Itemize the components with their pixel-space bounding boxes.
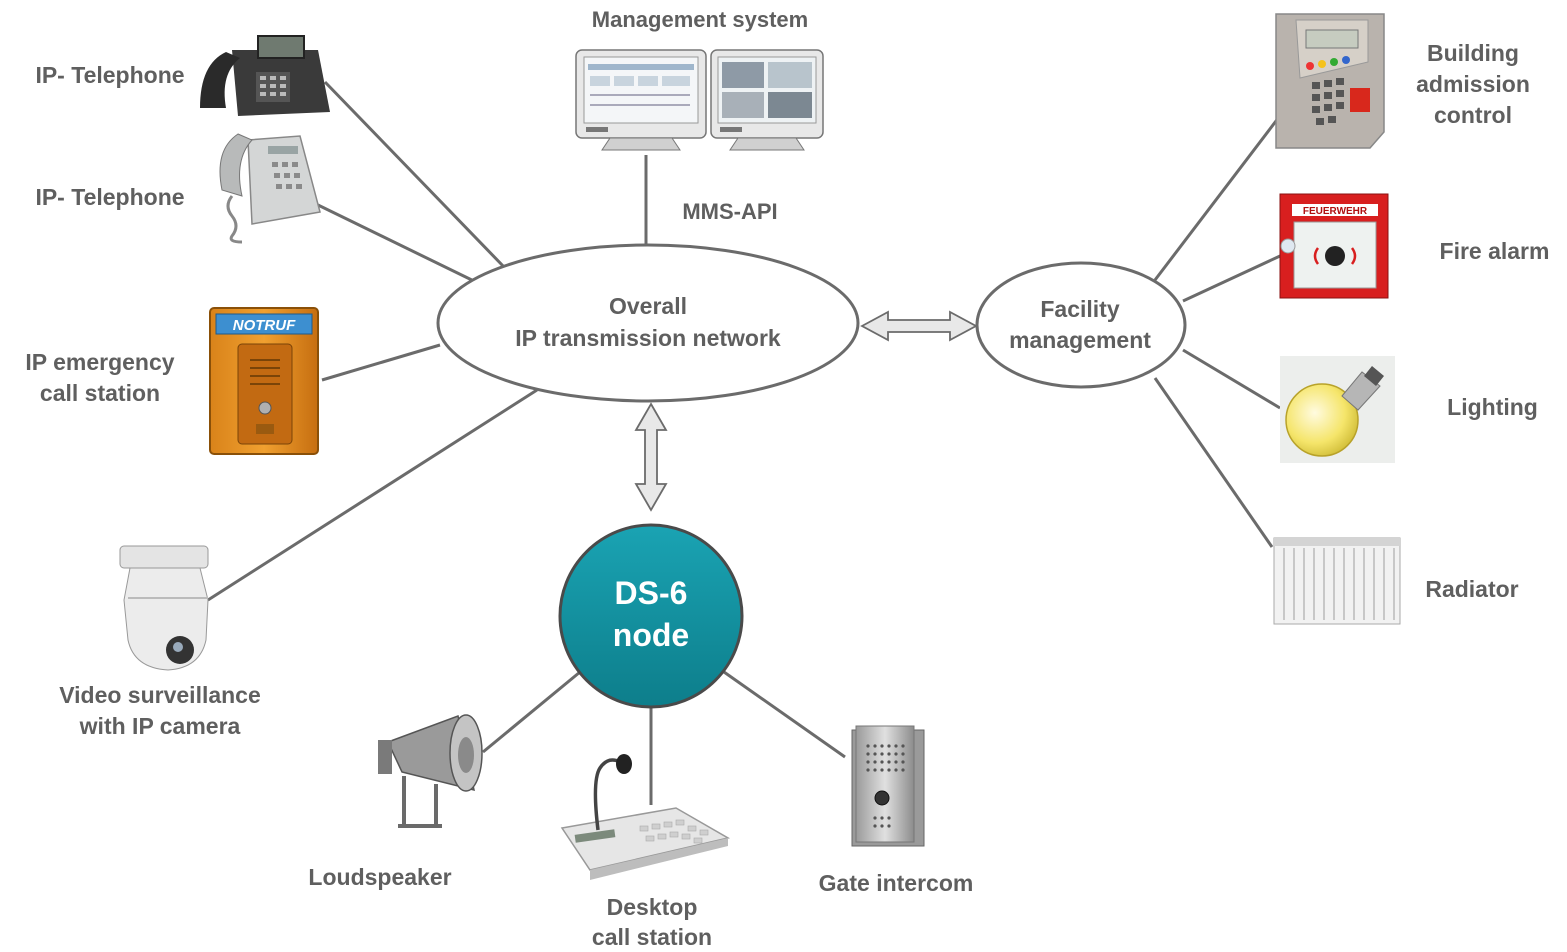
monitor-icon — [575, 49, 824, 151]
line-ip-phone-1 — [323, 80, 507, 270]
ip-emergency-label-line2: call station — [39, 380, 161, 406]
mms-api-label: MMS-API — [682, 199, 778, 224]
facility-label: Facility management — [980, 294, 1180, 356]
network-label-line2: IP transmission network — [515, 325, 781, 351]
desktop-label-line2: call station — [591, 924, 713, 950]
ds6-label-line2: node — [612, 617, 690, 653]
line-gate — [723, 670, 846, 759]
emergency-call-box-icon: NOTRUF — [209, 307, 319, 455]
ds6-node-circle — [558, 523, 744, 709]
line-emergency — [321, 343, 441, 382]
ip-emergency-label: IP emergency call station — [0, 347, 200, 409]
building-admission-line2: admission — [1416, 71, 1530, 97]
ds6-label: DS-6 node — [561, 572, 741, 656]
management-system-title: Management system — [591, 7, 809, 32]
connection-lines — [207, 80, 1294, 805]
building-admission-line3: control — [1434, 102, 1512, 128]
line-lighting — [1182, 348, 1281, 410]
radiator-label: Radiator — [1425, 576, 1519, 602]
line-admission — [1153, 99, 1294, 281]
gate-intercom-label: Gate intercom — [818, 870, 974, 896]
horn-speaker-icon — [378, 714, 483, 828]
desk-phone-icon — [219, 133, 321, 244]
line-radiator — [1153, 377, 1274, 548]
ip-telephone-2-label: IP- Telephone — [35, 184, 185, 210]
keypad-terminal-icon — [1275, 13, 1385, 149]
line-fire — [1182, 254, 1281, 303]
network-label: Overall IP transmission network — [448, 290, 848, 354]
desktop-call-station-label: Desktop call station — [552, 892, 752, 952]
building-admission-line1: Building — [1427, 40, 1519, 66]
notruf-sign: NOTRUF — [233, 317, 296, 334]
lighting-label: Lighting — [1447, 394, 1538, 420]
loudspeaker-label: Loudspeaker — [308, 864, 452, 890]
network-label-line1: Overall — [609, 293, 687, 319]
ip-emergency-label-line1: IP emergency — [25, 349, 175, 375]
video-surveillance-label-line1: Video surveillance — [59, 682, 261, 708]
facility-label-line2: management — [1009, 327, 1151, 353]
line-ip-phone-2 — [317, 203, 479, 285]
video-surveillance-label: Video surveillance with IP camera — [30, 680, 290, 742]
network-ellipse — [436, 243, 860, 403]
desktop-label-line1: Desktop — [606, 894, 698, 920]
line-camera — [207, 388, 538, 602]
desk-microphone-icon — [560, 754, 731, 880]
fire-alarm-label: Fire alarm — [1439, 238, 1550, 264]
radiator-icon — [1273, 537, 1401, 625]
dome-camera-icon — [119, 545, 209, 671]
ip-telephone-1-label: IP- Telephone — [35, 62, 185, 88]
facility-ellipse — [975, 261, 1187, 389]
desk-phone-icon — [200, 35, 330, 116]
light-bulb-icon — [1280, 356, 1395, 463]
intercom-panel-icon — [851, 725, 925, 847]
video-surveillance-label-line2: with IP camera — [79, 713, 241, 739]
double-arrow-horizontal — [860, 310, 978, 342]
feuerwehr-sign: FEUERWEHR — [1303, 206, 1368, 217]
ds6-label-line1: DS-6 — [614, 575, 688, 611]
line-loudspeaker — [482, 670, 581, 754]
double-arrow-vertical — [634, 402, 668, 512]
facility-label-line1: Facility — [1040, 296, 1120, 322]
fire-alarm-icon: FEUERWEHR — [1279, 193, 1389, 299]
building-admission-label: Building admission control — [1398, 38, 1548, 131]
